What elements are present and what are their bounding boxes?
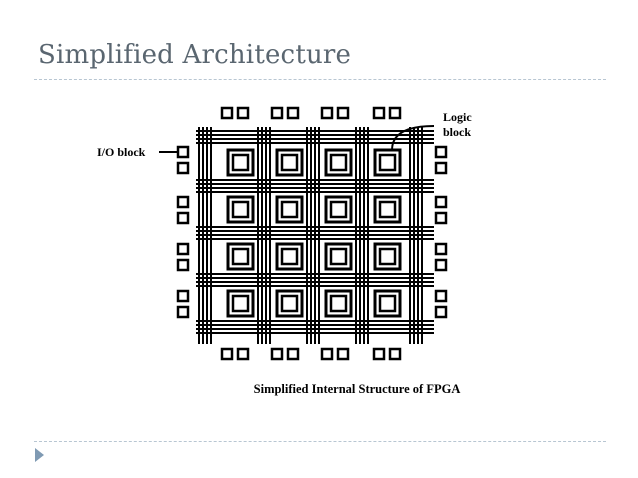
io-block [320, 106, 334, 120]
logic-block-inner [378, 294, 397, 313]
logic-blocks [226, 148, 402, 318]
logic-block-inner [329, 294, 348, 313]
io-block [176, 258, 190, 272]
io-block-label: I/O block [97, 145, 146, 159]
io-block [388, 347, 402, 361]
logic-block-inner [231, 153, 250, 172]
io-block [220, 347, 234, 361]
io-block [336, 347, 350, 361]
io-block [220, 106, 234, 120]
io-block [236, 106, 250, 120]
io-block [176, 211, 190, 225]
io-block [434, 242, 448, 256]
io-block [434, 305, 448, 319]
io-block [434, 145, 448, 159]
io-block [176, 195, 190, 209]
io-block [372, 106, 386, 120]
io-block [434, 195, 448, 209]
slide-title: Simplified Architecture [38, 40, 352, 70]
io-block [286, 106, 300, 120]
io-block [176, 305, 190, 319]
routing-channels [196, 127, 434, 344]
logic-block-label-line2: block [443, 125, 471, 139]
io-block [336, 106, 350, 120]
io-block [270, 106, 284, 120]
logic-block-inner [378, 247, 397, 266]
io-block [176, 242, 190, 256]
io-block [434, 211, 448, 225]
io-block [434, 258, 448, 272]
logic-block-inner [280, 153, 299, 172]
logic-block-inner [329, 200, 348, 219]
logic-block-inner [231, 247, 250, 266]
logic-block-inner [280, 247, 299, 266]
diagram-caption: Simplified Internal Structure of FPGA [254, 382, 461, 396]
logic-block-inner [378, 200, 397, 219]
io-block [388, 106, 402, 120]
logic-block-inner [280, 294, 299, 313]
logic-block-inner [280, 200, 299, 219]
io-block [176, 145, 190, 159]
logic-block-pointer [391, 125, 435, 151]
logic-block-inner [231, 294, 250, 313]
io-block [320, 347, 334, 361]
io-block [176, 161, 190, 175]
io-block [434, 289, 448, 303]
logic-block-inner [329, 153, 348, 172]
logic-block-inner [378, 153, 397, 172]
logic-block-label-line1: Logic [443, 110, 472, 124]
io-block [434, 161, 448, 175]
logic-block-inner [231, 200, 250, 219]
io-blocks [176, 106, 448, 361]
label-pointers [159, 125, 435, 153]
io-block [236, 347, 250, 361]
title-divider [34, 79, 606, 80]
bullet-arrow-icon [35, 448, 44, 462]
io-block [176, 289, 190, 303]
logic-block-inner [329, 247, 348, 266]
io-block [270, 347, 284, 361]
io-block [372, 347, 386, 361]
io-block [286, 347, 300, 361]
footer-divider [34, 441, 606, 442]
